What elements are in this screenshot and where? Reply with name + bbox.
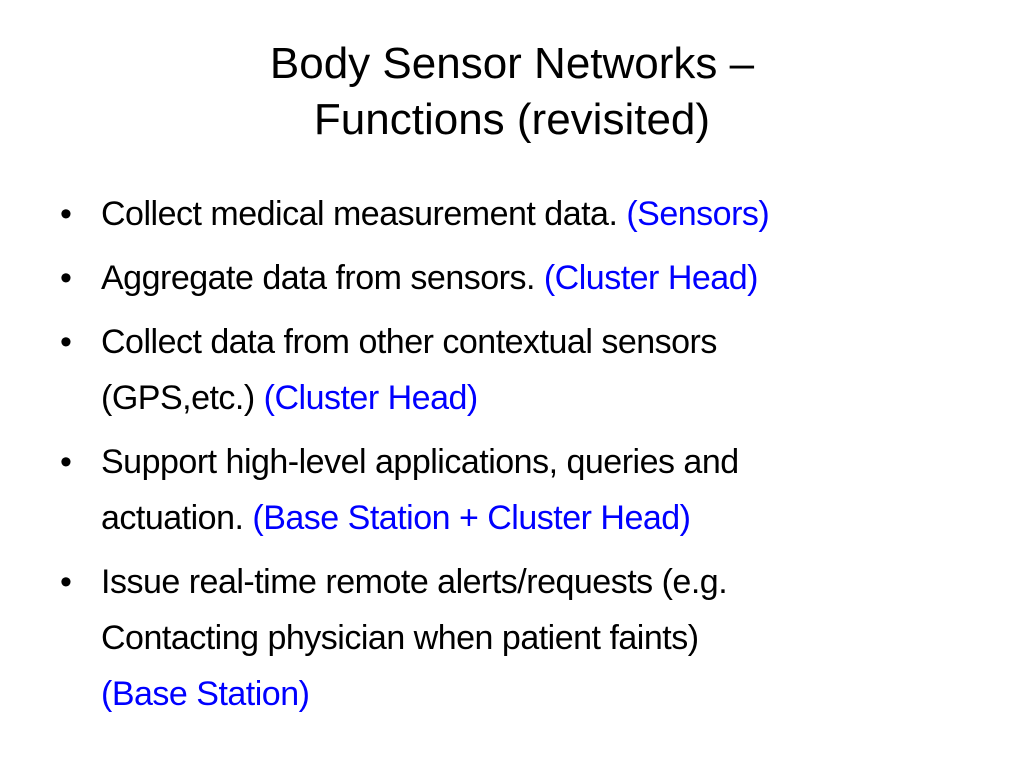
bullet-list: • Collect medical measurement data. (Sen…	[60, 186, 960, 730]
bullet-line: Collect medical measurement data. (Senso…	[101, 186, 960, 242]
bullet-line: Contacting physician when patient faints…	[101, 610, 960, 666]
bullet-icon: •	[60, 259, 72, 297]
slide-title-line-1: Body Sensor Networks –	[269, 39, 755, 88]
bullet-line: Support high-level applications, queries…	[101, 434, 960, 490]
bullet-text: Contacting physician when patient faints…	[101, 619, 699, 657]
bullet-text: Collect medical measurement data.	[101, 195, 627, 233]
role-label: (Cluster Head)	[263, 379, 479, 417]
bullet-text: Collect data from other contextual senso…	[101, 323, 717, 361]
slide-title: Body Sensor Networks – Functions (revisi…	[0, 36, 1024, 148]
bullet-item: • Aggregate data from sensors. (Cluster …	[60, 250, 960, 306]
bullet-text: actuation.	[101, 499, 253, 537]
bullet-line: Issue real-time remote alerts/requests (…	[101, 554, 960, 610]
slide-title-line-2: Functions (revisited)	[313, 95, 711, 144]
bullet-text: Support high-level applications, queries…	[101, 443, 739, 481]
bullet-line: Collect data from other contextual senso…	[101, 314, 960, 370]
bullet-item: • Issue real-time remote alerts/requests…	[60, 554, 960, 722]
role-label: (Sensors)	[626, 195, 770, 233]
bullet-icon: •	[60, 563, 72, 601]
bullet-text: Issue real-time remote alerts/requests (…	[101, 563, 728, 601]
bullet-text: Aggregate data from sensors.	[101, 259, 544, 297]
bullet-line: Aggregate data from sensors. (Cluster He…	[101, 250, 960, 306]
bullet-item: • Support high-level applications, queri…	[60, 434, 960, 546]
role-label: (Base Station)	[101, 675, 310, 713]
role-label: (Base Station + Cluster Head)	[252, 499, 691, 537]
bullet-icon: •	[60, 323, 72, 361]
bullet-text: (GPS,etc.)	[101, 379, 264, 417]
bullet-line: (Base Station)	[101, 666, 960, 722]
bullet-line: actuation. (Base Station + Cluster Head)	[101, 490, 960, 546]
role-label: (Cluster Head)	[543, 259, 759, 297]
bullet-icon: •	[60, 195, 72, 233]
bullet-item: • Collect data from other contextual sen…	[60, 314, 960, 426]
bullet-item: • Collect medical measurement data. (Sen…	[60, 186, 960, 242]
bullet-icon: •	[60, 443, 72, 481]
bullet-line: (GPS,etc.) (Cluster Head)	[101, 370, 960, 426]
